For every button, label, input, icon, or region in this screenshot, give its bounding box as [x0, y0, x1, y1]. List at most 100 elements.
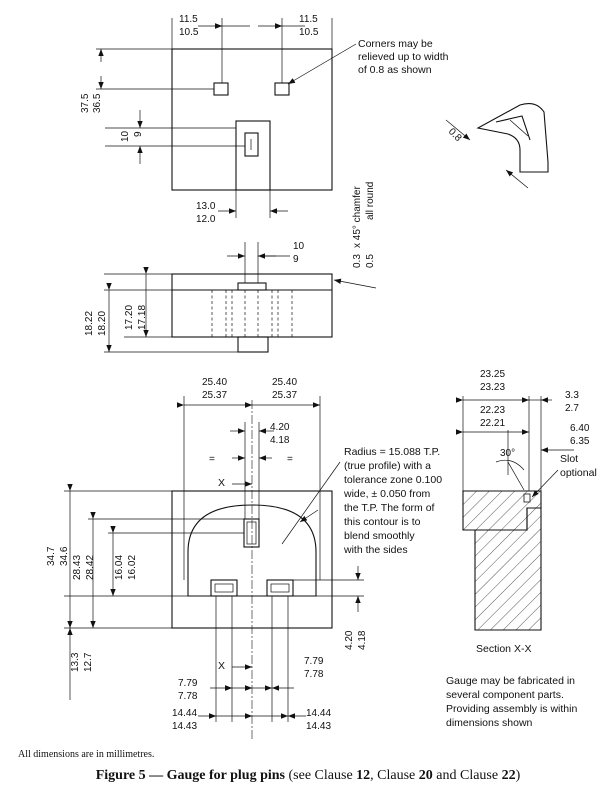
front-dim-h4-min: 12.7 — [83, 652, 94, 672]
front-dim-slot-max: 4.20 — [270, 422, 290, 433]
front-dim-pin-right-min: 7.78 — [304, 669, 324, 680]
section-mark-top: X — [218, 477, 225, 489]
section-slot — [523, 493, 531, 503]
section-angle: 30° — [500, 448, 515, 459]
radius-note: Radius = 15.088 T.P. (true profile) with… — [281, 446, 442, 556]
front-dim-pin-left-max: 7.79 — [178, 678, 198, 689]
radius-note-line5: the T.P. The form of — [344, 502, 435, 514]
top-dim-slot-len-max: 10 — [120, 130, 131, 142]
section-dim-c-max: 3.3 — [565, 390, 579, 401]
fabrication-note-line1: Gauge may be fabricated in — [446, 675, 575, 687]
radius-note-line2: (true profile) with a — [344, 460, 431, 472]
side-chamfer-val2: 0.5 — [365, 254, 376, 268]
clause-ref-12: 12 — [356, 768, 371, 783]
front-view-earth-hole — [243, 518, 260, 548]
side-dim-overall-max: 18.22 — [84, 311, 95, 336]
front-dim-h2-min: 28.42 — [85, 555, 96, 580]
top-dim-height-max: 37.5 — [80, 93, 91, 113]
top-view-pin-hole-left — [213, 82, 229, 96]
front-view-pin-hole-left — [210, 579, 238, 597]
top-view-earth-recess — [235, 120, 271, 191]
dimensions-footnote: All dimensions are in millimetres. — [18, 749, 155, 760]
clause-ref-22: 22 — [501, 768, 516, 783]
side-dim-overall-min: 18.20 — [97, 311, 108, 336]
side-dim-slot-min: 9 — [293, 254, 299, 265]
front-dim-h2-max: 28.43 — [72, 555, 83, 580]
front-dim-bottom-slot-max: 4.20 — [344, 630, 355, 650]
section-dim-c-min: 2.7 — [565, 403, 579, 414]
top-dim-left-min: 10.5 — [179, 27, 199, 38]
side-view-earth-pin — [237, 336, 269, 353]
section-dim-d-max: 6.40 — [570, 423, 590, 434]
section-dim-d-min: 6.35 — [570, 436, 590, 447]
front-dim-h3-min: 16.02 — [127, 555, 138, 580]
front-dim-span-left-max: 14.44 — [172, 708, 197, 719]
top-dim-right-max: 11.5 — [299, 14, 318, 25]
fabrication-note-line3: Providing assembly is within — [446, 703, 577, 715]
front-dim-slot-min: 4.18 — [270, 435, 290, 446]
top-dim-slot-w-min: 12.0 — [196, 214, 216, 225]
corner-dim: 0.8 — [446, 126, 464, 144]
front-view-pin-hole-right — [266, 579, 294, 597]
top-view-outline — [171, 48, 333, 191]
front-dim-bottom-slot-min: 4.18 — [357, 630, 368, 650]
side-dim-inner-max: 17.20 — [124, 305, 135, 330]
corner-note-line1: Corners may be — [358, 38, 433, 50]
front-dim-h1-max: 34.7 — [46, 546, 57, 566]
fabrication-note-line4: dimensions shown — [446, 717, 533, 729]
side-chamfer-val1: 0.3 — [352, 254, 363, 268]
radius-note-line7: blend smoothly — [344, 530, 415, 542]
section-dim-b-min: 22.21 — [480, 418, 505, 429]
front-dim-right-min: 25.37 — [272, 390, 297, 401]
top-view-pin-hole-right — [274, 82, 290, 96]
figure-title: Figure 5 — Gauge for plug pins — [95, 768, 286, 783]
top-dim-right-min: 10.5 — [299, 27, 319, 38]
side-chamfer-text2: all round — [365, 182, 376, 220]
side-dim-slot-max: 10 — [293, 241, 305, 252]
clause-ref-20: 20 — [418, 768, 433, 783]
corner-detail: Corners may be relieved up to width of 0… — [287, 38, 549, 189]
corner-note-line2: relieved up to width — [358, 51, 449, 63]
figure-caption: Figure 5 — Gauge for plug pins (see Clau… — [95, 768, 521, 783]
front-equal-left: = — [209, 454, 215, 465]
front-dim-h1-min: 34.6 — [59, 546, 70, 566]
top-dim-slot-len-min: 9 — [133, 131, 144, 137]
top-view-earth-hole — [244, 132, 259, 157]
radius-note-line8: with the sides — [343, 544, 408, 556]
side-view: 0.3 0.5 x 45° chamfer all round 10 9 18.… — [84, 182, 377, 353]
radius-note-line6: this contour is to — [344, 516, 421, 528]
front-dim-span-right-max: 14.44 — [306, 708, 331, 719]
front-dim-left-max: 25.40 — [202, 377, 227, 388]
front-equal-right: = — [287, 454, 293, 465]
top-dim-slot-w-max: 13.0 — [196, 201, 216, 212]
radius-note-line3: tolerance zone 0.100 — [344, 474, 442, 486]
section-dim-a-max: 23.25 — [480, 369, 505, 380]
section-dim-b-max: 22.23 — [480, 405, 505, 416]
section-slot-label2: optional — [560, 467, 597, 479]
section-slot-label1: Slot — [560, 453, 578, 465]
front-dim-h3-max: 16.04 — [114, 555, 125, 580]
front-dim-span-right-min: 14.43 — [306, 721, 331, 732]
front-dim-right-max: 25.40 — [272, 377, 297, 388]
front-dim-h4-max: 13.3 — [70, 652, 81, 672]
front-dim-left-min: 25.37 — [202, 390, 227, 401]
section-mark-bottom: X — [218, 660, 225, 672]
top-dim-height-min: 36.5 — [92, 93, 103, 113]
top-dim-left-max: 11.5 — [179, 14, 198, 25]
section-dim-a-min: 23.23 — [480, 382, 505, 393]
corner-note-line3: of 0.8 as shown — [358, 64, 432, 76]
section-title: Section X-X — [476, 643, 531, 655]
radius-note-line4: wide, ± 0.050 from — [343, 488, 431, 500]
side-dim-inner-min: 17.18 — [137, 305, 148, 330]
section-xx: 23.25 23.23 22.23 22.21 3.3 2.7 6.40 6.3… — [456, 369, 597, 655]
top-view: 11.5 10.5 11.5 10.5 37.5 36.5 10 9 13.0 … — [80, 14, 333, 225]
radius-note-line1: Radius = 15.088 T.P. — [344, 446, 440, 458]
front-dim-pin-left-min: 7.78 — [178, 691, 198, 702]
fabrication-note: Gauge may be fabricated in several compo… — [446, 675, 577, 729]
side-chamfer-text1: x 45° chamfer — [352, 186, 363, 248]
front-view: 25.40 25.37 25.40 25.37 4.20 4.18 = = X … — [46, 377, 368, 740]
front-dim-pin-right-max: 7.79 — [304, 656, 324, 667]
fabrication-note-line2: several component parts. — [446, 689, 564, 701]
front-dim-span-left-min: 14.43 — [172, 721, 197, 732]
